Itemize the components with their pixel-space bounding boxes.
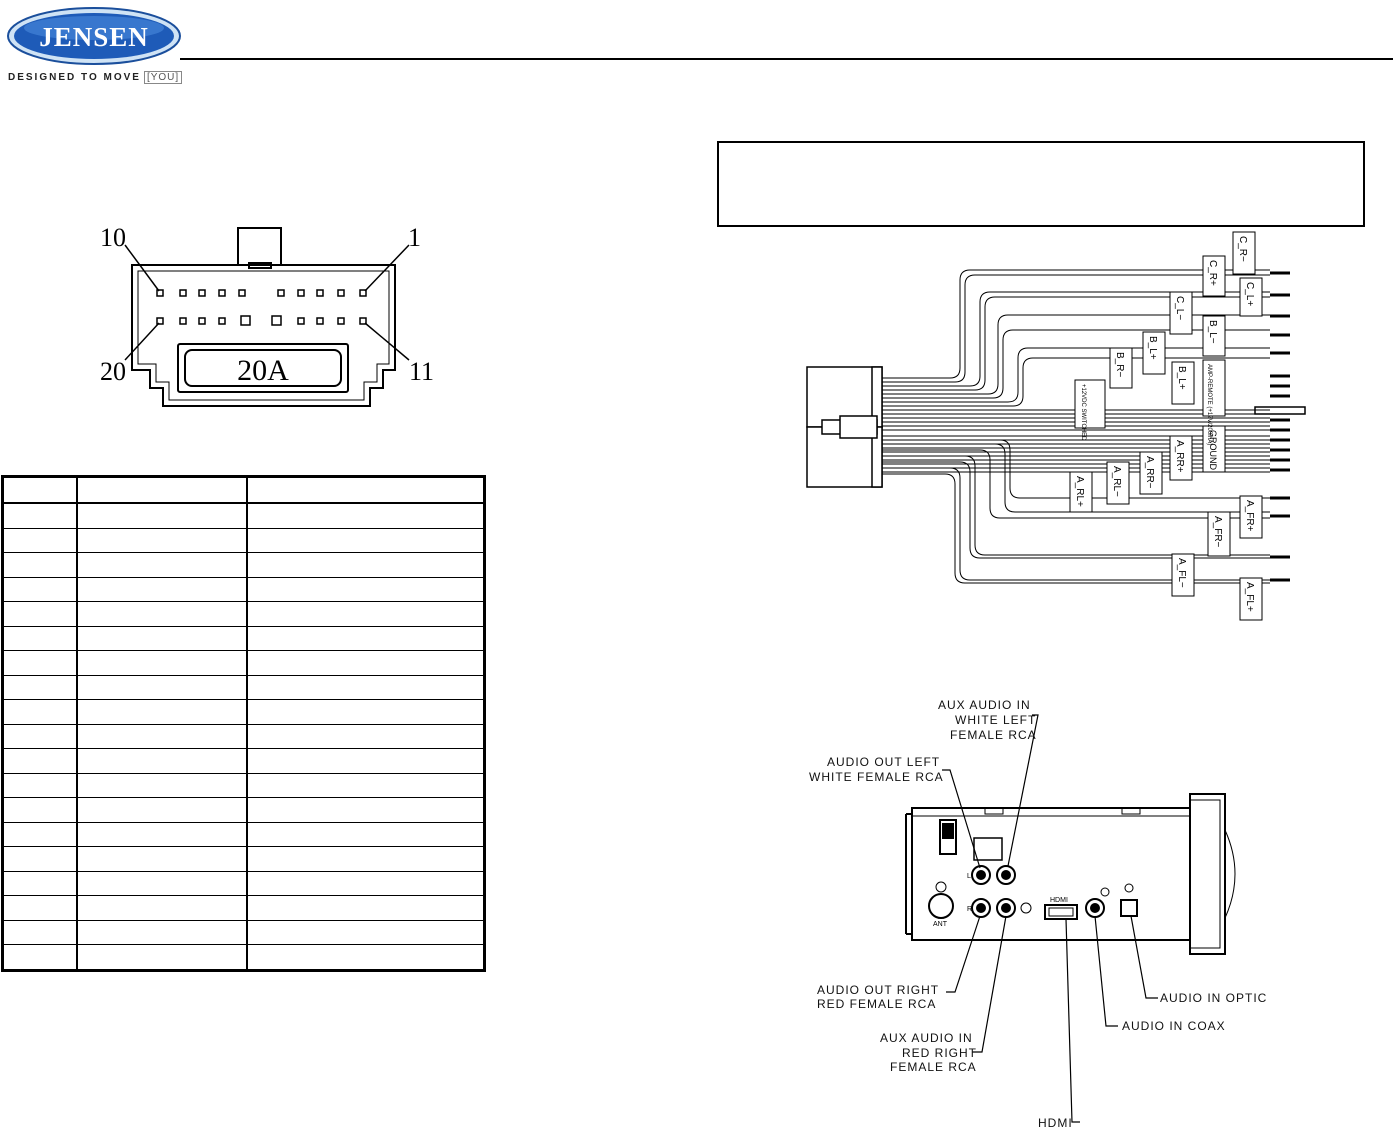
harness-label: A_RR+ bbox=[1174, 440, 1185, 473]
panel-mark-r: R bbox=[967, 906, 972, 913]
panel-mark-ant: ANT bbox=[933, 921, 948, 928]
pin-table bbox=[1, 475, 486, 972]
harness-label: B_R− bbox=[1114, 352, 1125, 377]
table-row bbox=[2, 944, 485, 971]
table-row bbox=[2, 675, 485, 700]
table-row bbox=[2, 552, 485, 578]
table-header-row bbox=[2, 476, 485, 504]
table-row bbox=[2, 699, 485, 725]
table-row bbox=[2, 797, 485, 823]
harness-label: C_L− bbox=[1174, 296, 1185, 320]
jensen-logo: JENSEN bbox=[7, 7, 181, 65]
aux-in-left-line3: FEMALE RCA bbox=[950, 728, 1037, 742]
harness-label: B_L+ bbox=[1176, 366, 1187, 390]
harness-label: C_R− bbox=[1237, 236, 1248, 262]
audio-out-left-line2: WHITE FEMALE RCA bbox=[809, 770, 944, 784]
table-row bbox=[2, 626, 485, 651]
table-row bbox=[2, 601, 485, 627]
table-row bbox=[2, 748, 485, 774]
harness-label: B_L− bbox=[1207, 320, 1218, 344]
harness-label: C_L+ bbox=[1244, 282, 1255, 306]
table-row bbox=[2, 773, 485, 798]
hdmi-label: HDMI bbox=[1038, 1116, 1073, 1128]
panel-mark-hdmi: HDMI bbox=[1050, 897, 1068, 904]
harness-label: A_RL+ bbox=[1074, 476, 1085, 507]
harness-label: A_FL− bbox=[1176, 558, 1187, 588]
table-row bbox=[2, 920, 485, 945]
table-row bbox=[2, 846, 485, 872]
pin-label-1: 1 bbox=[408, 223, 421, 252]
harness-label: A_RR− bbox=[1144, 456, 1155, 489]
audio-out-right-line2: RED FEMALE RCA bbox=[817, 997, 936, 1011]
table-row bbox=[2, 503, 485, 529]
aux-in-right-line3: FEMALE RCA bbox=[890, 1060, 977, 1074]
harness-label: +12VDC SWITCHED bbox=[1080, 384, 1086, 441]
table-row bbox=[2, 724, 485, 749]
logo-text: JENSEN bbox=[39, 22, 149, 52]
harness-label: A_FR+ bbox=[1244, 500, 1255, 532]
harness-label: GROUND bbox=[1208, 430, 1218, 470]
panel-mark-l: L bbox=[967, 873, 971, 880]
connector-diagram: 10 1 20 11 20A bbox=[100, 223, 434, 407]
connector-rating: 20A bbox=[237, 354, 289, 387]
harness-label: B_L+ bbox=[1147, 336, 1158, 360]
table-row bbox=[2, 577, 485, 602]
wiring-harness-diagram: C_R− C_R+ C_L+ C_L− B_L− B_L+ B_R− B_L+ … bbox=[806, 231, 1306, 621]
table-row bbox=[2, 895, 485, 921]
audio-out-right-line1: AUDIO OUT RIGHT bbox=[817, 983, 939, 997]
pin-label-10: 10 bbox=[100, 223, 126, 252]
audio-out-left-line1: AUDIO OUT LEFT bbox=[827, 755, 940, 769]
note-box bbox=[717, 141, 1365, 227]
aux-in-right-line2: RED RIGHT bbox=[902, 1046, 977, 1060]
audio-in-coax-label: AUDIO IN COAX bbox=[1122, 1019, 1226, 1033]
table-row bbox=[2, 650, 485, 676]
aux-in-right-line1: AUX AUDIO IN bbox=[880, 1031, 973, 1045]
table-row bbox=[2, 822, 485, 847]
pin-label-20: 20 bbox=[100, 357, 126, 386]
harness-label: A_RL− bbox=[1111, 466, 1122, 497]
harness-label: A_FL+ bbox=[1244, 582, 1255, 612]
tagline: DESIGNED TO MOVE[YOU] bbox=[8, 71, 183, 84]
pin-label-11: 11 bbox=[409, 357, 434, 386]
harness-label: C_R+ bbox=[1207, 260, 1218, 286]
harness-label: A_FR− bbox=[1212, 516, 1223, 548]
aux-in-left-line2: WHITE LEFT bbox=[955, 713, 1036, 727]
aux-in-left-line1: AUX AUDIO IN bbox=[938, 698, 1031, 712]
harness-label: AMP-REMOTE (+12V/200mA) bbox=[1206, 364, 1212, 445]
audio-in-optic-label: AUDIO IN OPTIC bbox=[1160, 991, 1267, 1005]
rear-panel-diagram: ANT HDMI L R AUX AUDIO IN WHITE LEFT FEM… bbox=[809, 698, 1267, 1128]
table-row bbox=[2, 528, 485, 553]
header-rule bbox=[180, 58, 1393, 60]
table-row bbox=[2, 871, 485, 896]
